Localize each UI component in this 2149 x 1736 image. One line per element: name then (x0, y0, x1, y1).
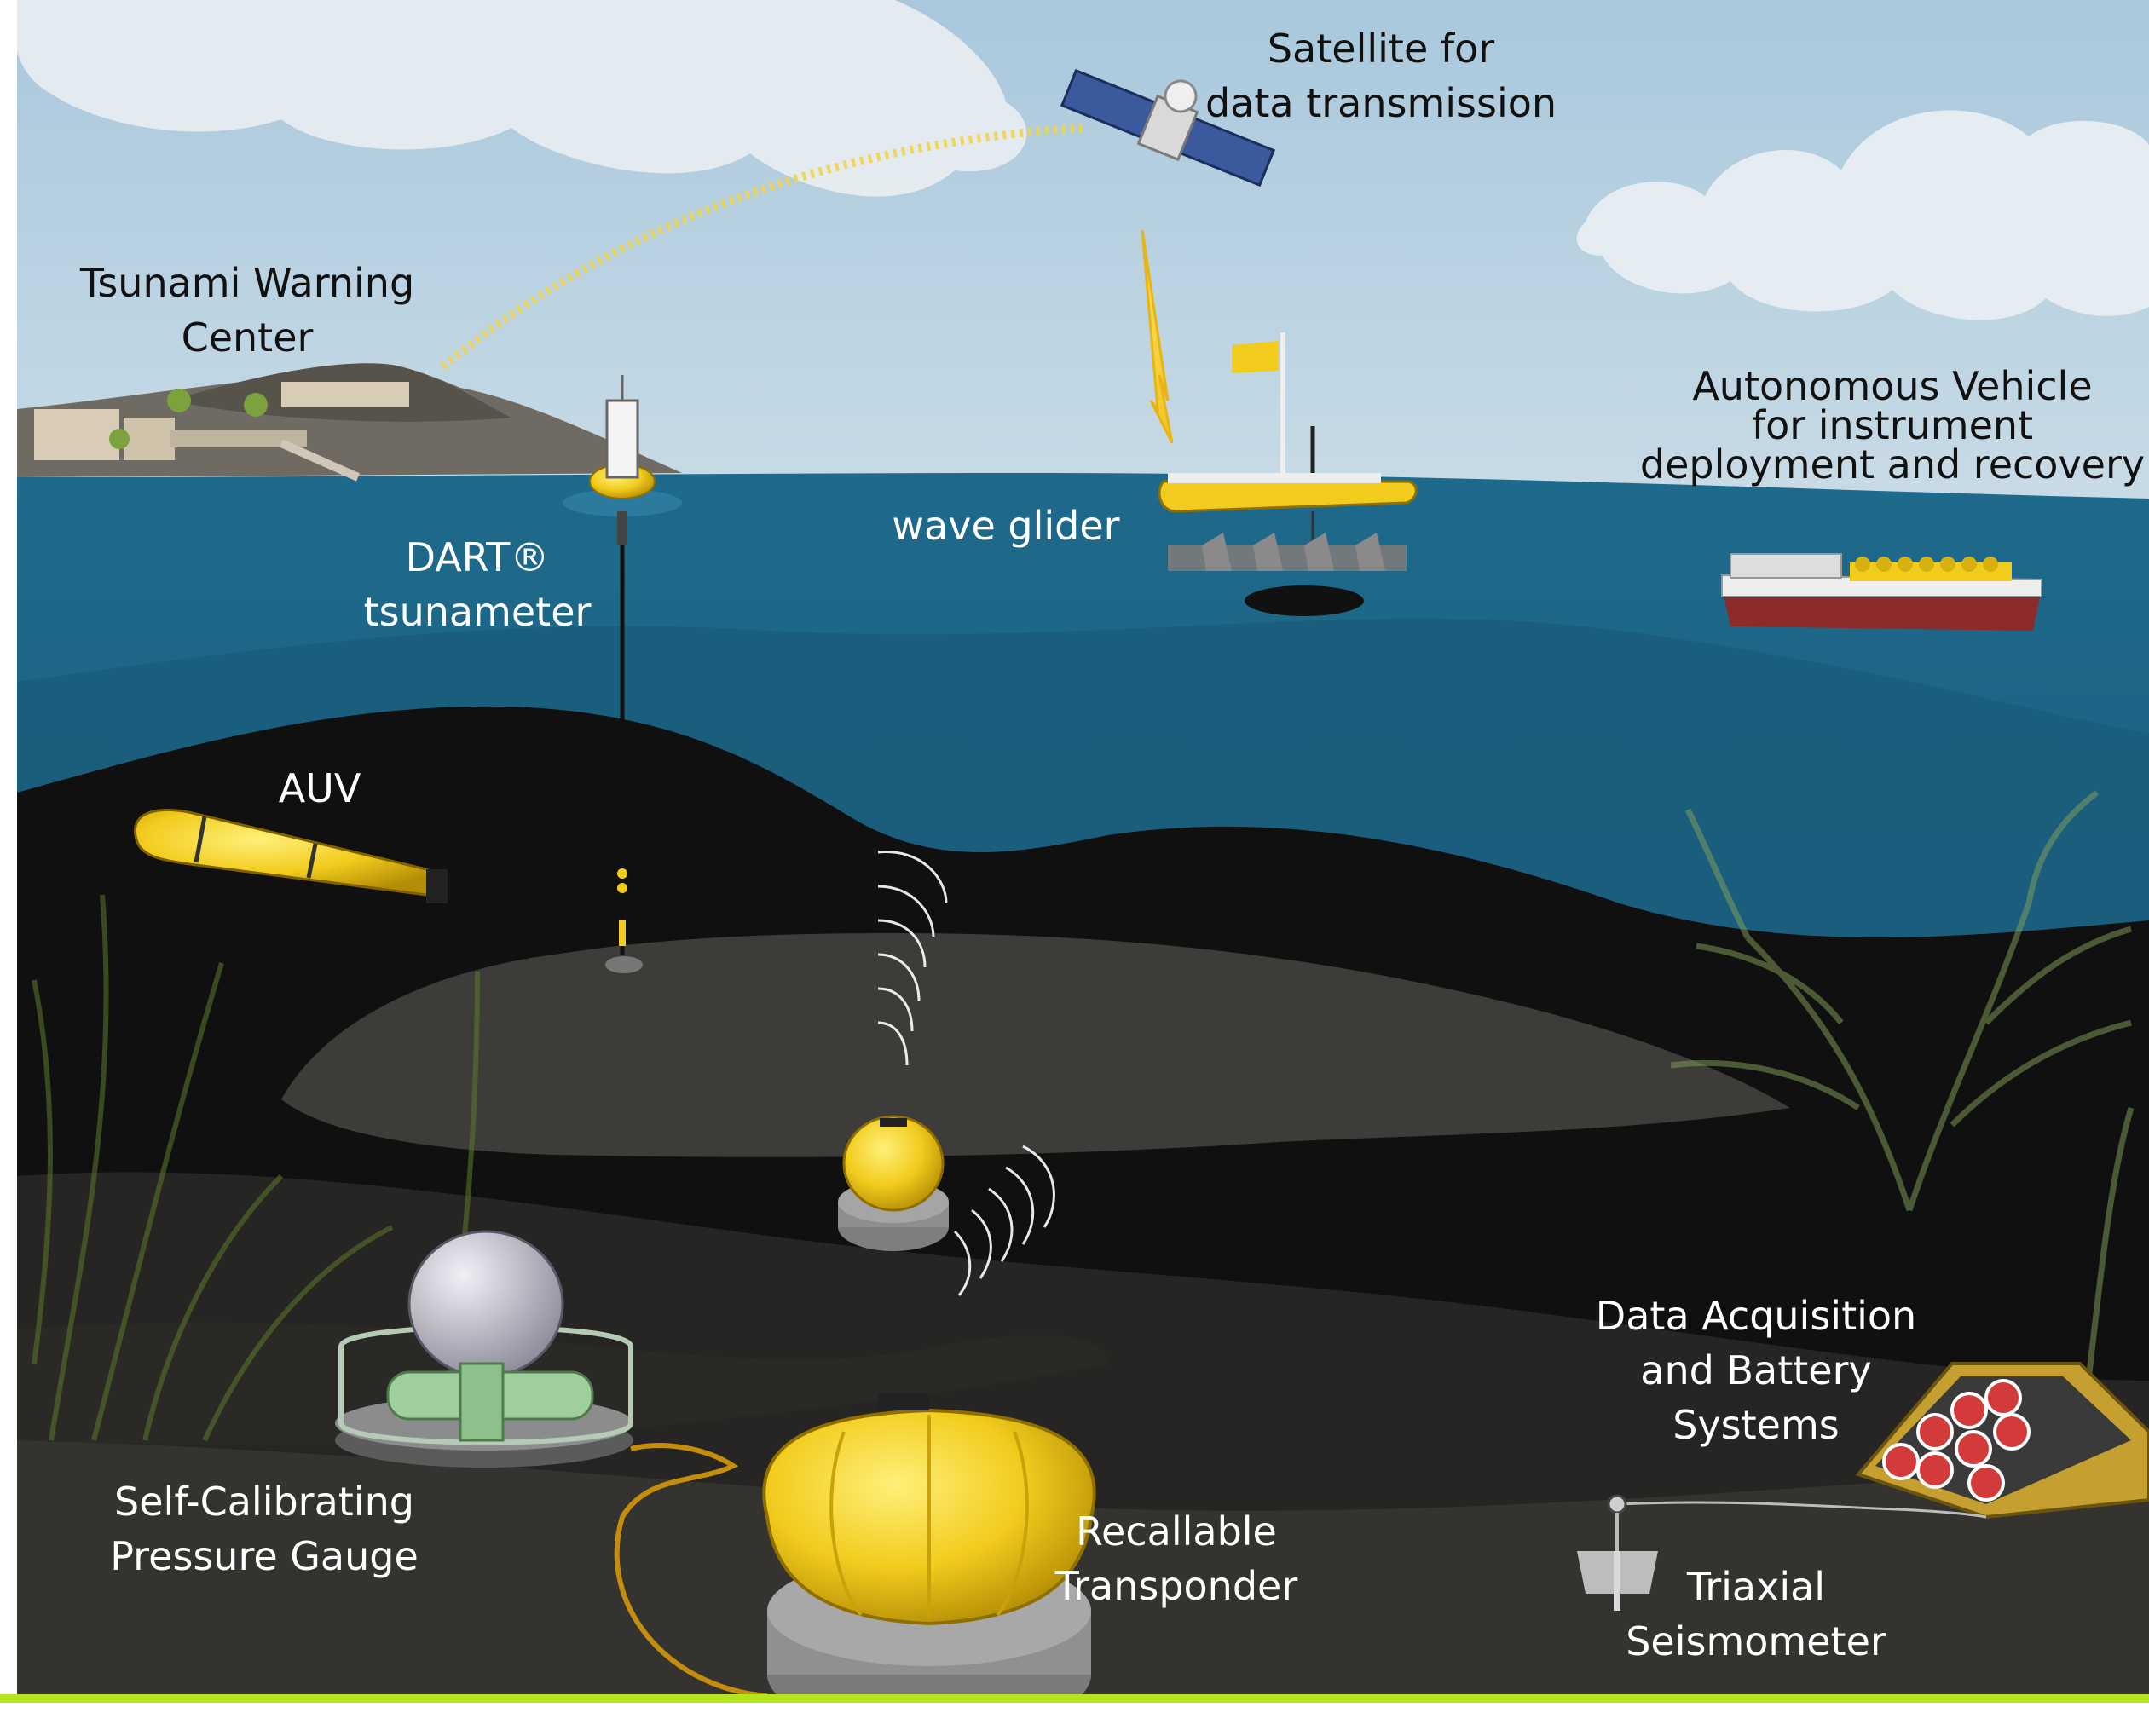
acoustic-signal-lower (953, 1145, 1055, 1296)
signal-arc (440, 124, 1083, 370)
label-dart-line2: tsunameter (363, 589, 592, 635)
label-auv-line1: AUV (278, 765, 361, 811)
gauge-cable (614, 1443, 768, 1699)
seismometer (1577, 1494, 1658, 1611)
label-satellite-line1: Satellite for (1267, 26, 1495, 72)
label-data-acquisition-line2: and Battery (1640, 1347, 1872, 1393)
wave-glider (1158, 332, 1418, 616)
label-data-acquisition-line3: Systems (1672, 1402, 1840, 1448)
warning-center-buildings (34, 382, 409, 482)
label-data-acquisition-line1: Data Acquisition (1595, 1293, 1917, 1339)
data-acquisition-battery (1855, 1362, 2149, 1520)
cloud-left (17, 0, 1027, 197)
label-auv: AUV (256, 761, 384, 816)
label-dart-tsunameter: DART® tsunameter (358, 530, 597, 639)
acoustic-signal-upper (877, 851, 948, 1066)
seafloor-ridge (281, 933, 1790, 1157)
satellite-icon (1060, 68, 1276, 187)
label-transponder-line1: Recallable (1076, 1508, 1277, 1554)
seismometer-cable (1619, 1501, 1987, 1519)
label-autonomous-vehicle: Autonomous Vehicle for instrument deploy… (1637, 366, 2148, 484)
label-autonomous-vehicle-line2: for instrument (1751, 402, 2034, 448)
label-transponder: Recallable Transponder (1040, 1504, 1313, 1613)
label-wave-glider-line1: wave glider (892, 503, 1120, 549)
pressure-gauge (335, 1230, 633, 1468)
label-satellite: Satellite for data transmission (1202, 21, 1560, 130)
label-warning-center: Tsunami Warning Center (68, 256, 426, 365)
label-seismometer: Triaxial Seismometer (1611, 1560, 1901, 1669)
label-pressure-gauge-line1: Self-Calibrating (114, 1479, 414, 1525)
label-pressure-gauge: Self-Calibrating Pressure Gauge (94, 1474, 435, 1583)
label-transponder-line2: Transponder (1054, 1563, 1298, 1609)
auv (133, 808, 448, 903)
dart-buoy (563, 375, 682, 545)
label-satellite-line2: data transmission (1204, 80, 1557, 126)
label-seismometer-line1: Triaxial (1686, 1564, 1826, 1610)
label-pressure-gauge-line2: Pressure Gauge (110, 1533, 419, 1579)
signal-beam (1141, 229, 1174, 444)
label-warning-center-line1: Tsunami Warning (79, 260, 415, 306)
label-wave-glider: wave glider (887, 499, 1125, 553)
label-autonomous-vehicle-line1: Autonomous Vehicle (1692, 363, 2093, 409)
autonomous-vehicle-ship (1721, 553, 2042, 631)
bottom-margin (0, 1703, 2149, 1736)
dart-anchor (605, 868, 643, 973)
label-warning-center-line2: Center (181, 314, 314, 360)
baseline (0, 1694, 2149, 1703)
label-data-acquisition: Data Acquisition and Battery Systems (1577, 1289, 1935, 1452)
label-dart-line1: DART® (405, 534, 550, 580)
transponder-small (838, 1115, 949, 1251)
cloud-right (1576, 110, 2149, 320)
label-seismometer-line2: Seismometer (1626, 1618, 1886, 1664)
label-autonomous-vehicle-line3: deployment and recovery (1639, 441, 2146, 487)
